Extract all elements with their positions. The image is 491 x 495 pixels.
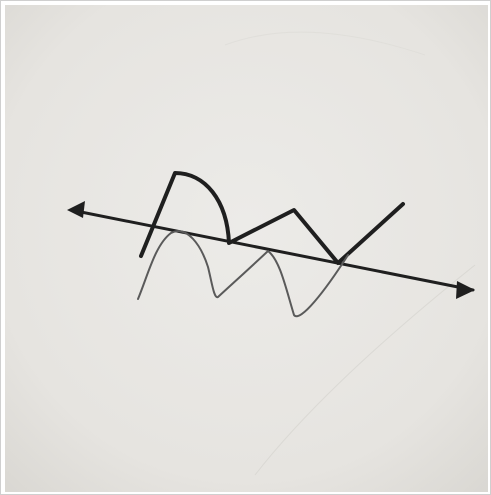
sketch-drawing	[5, 5, 488, 492]
paper-photo	[5, 5, 488, 492]
paper-background	[5, 5, 488, 492]
